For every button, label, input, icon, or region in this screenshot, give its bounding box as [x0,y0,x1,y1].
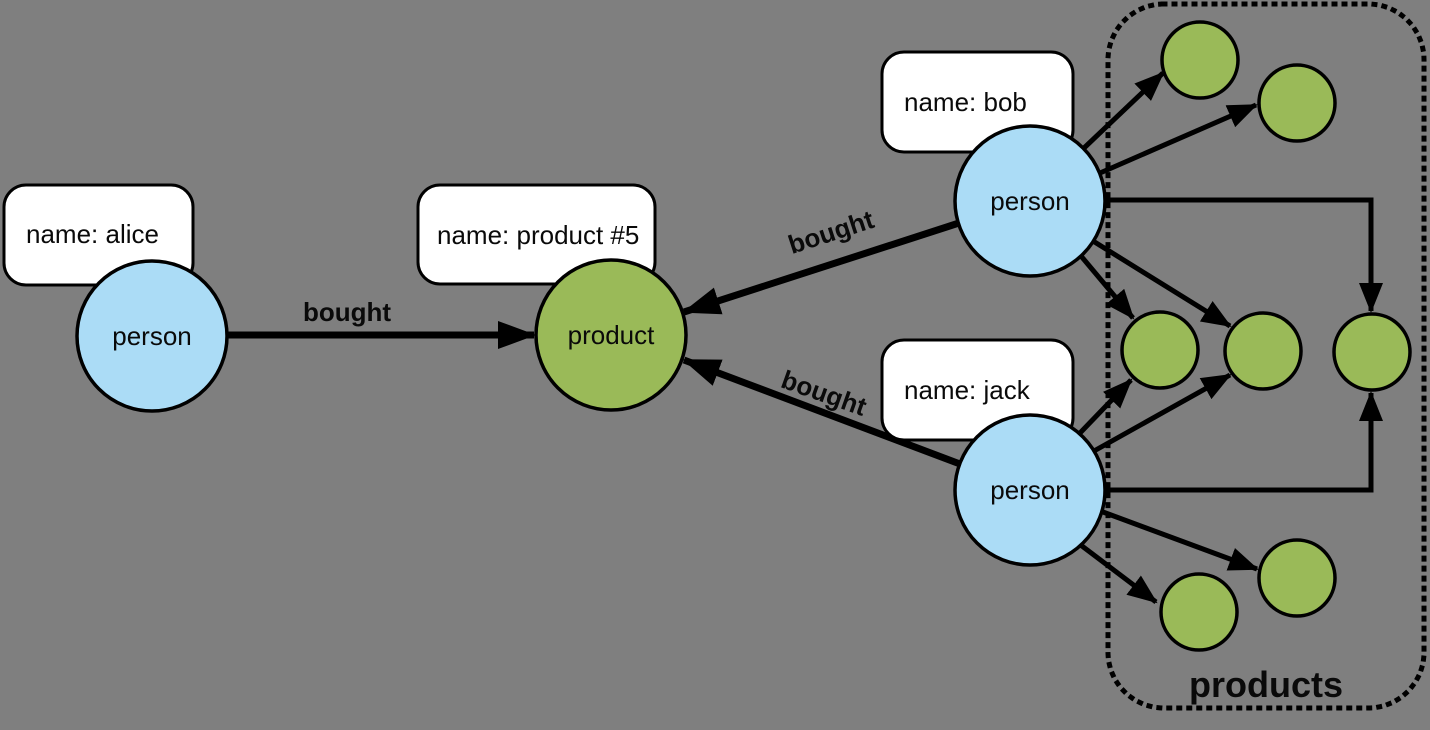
edge-bob-product-top1 [1082,71,1165,150]
edge-jack-product-bottom1 [1076,541,1158,604]
node-jack-label: person [990,475,1070,505]
nodes: person product person person [75,20,1412,652]
node-product-top1 [1160,20,1240,100]
node-product-mid1 [1120,310,1200,390]
node-product-mid2 [1223,311,1303,391]
node-bob [953,124,1107,278]
node-jack [953,413,1107,567]
node-alice-label: person [112,321,192,351]
node-alice [75,259,229,413]
edges [227,71,1383,604]
edge-bob-bought-product [682,219,961,316]
products-group-outline [1105,1,1427,711]
edge-jack-product-mid2 [1092,372,1232,454]
edge-jack-product-mid1 [1078,378,1133,435]
edge-bob-product-mid3 [1105,197,1383,313]
products-group-label: products [1189,664,1343,705]
property-box-product5 [416,183,657,286]
edge-bob-product-top2 [1099,102,1258,176]
property-text-product5: name: product #5 [437,220,639,250]
edge-bob-product-mid1 [1079,254,1135,320]
edge-jack-product-mid3 [1105,391,1383,493]
edge-jack-bought-product [682,356,962,468]
node-product-top2 [1257,63,1337,143]
node-product5 [534,258,688,412]
edge-bob-product-mid2 [1091,238,1232,329]
node-product5-label: product [568,320,655,350]
property-text-alice: name: alice [26,219,159,249]
property-text-bob: name: bob [904,87,1027,117]
node-product-bottom1 [1159,572,1239,652]
property-text-jack: name: jack [904,375,1031,405]
node-product-mid3 [1332,312,1412,392]
edge-label-alice-bought: bought [303,297,391,327]
node-bob-label: person [990,186,1070,216]
edge-jack-product-bottom2 [1102,509,1259,572]
node-product-bottom2 [1257,538,1337,618]
